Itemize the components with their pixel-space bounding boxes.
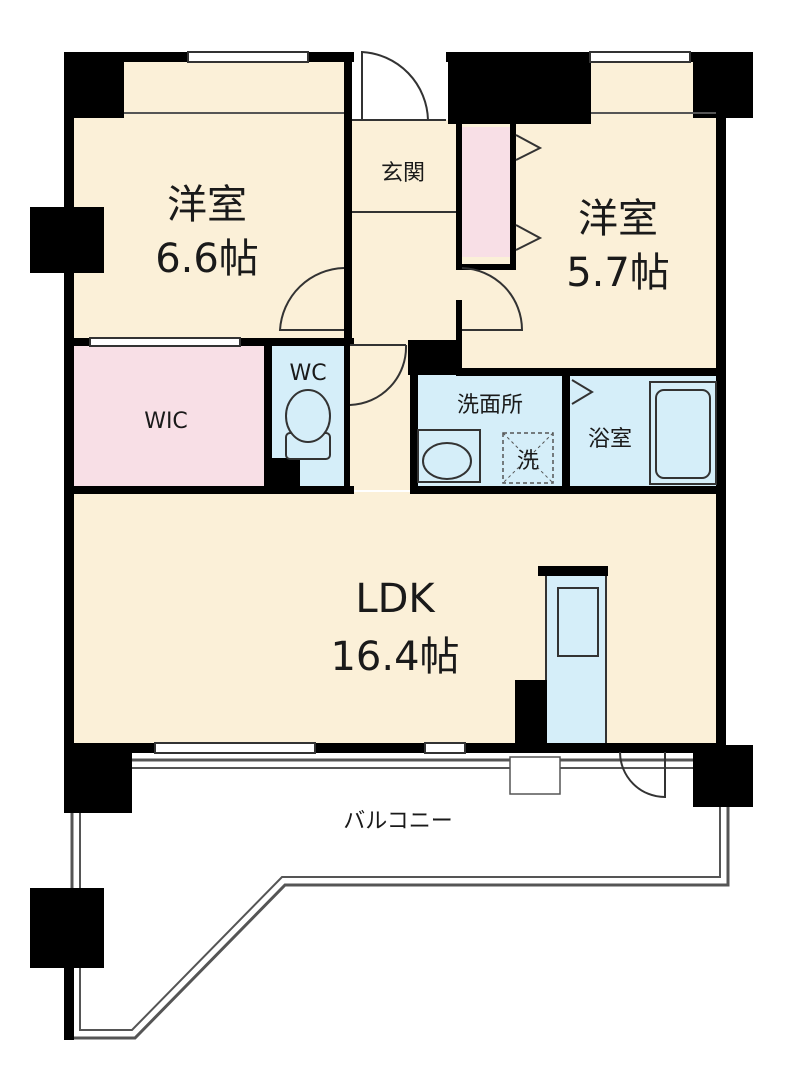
western-room-right-size: 5.7帖 — [566, 250, 670, 296]
closet-fill — [460, 127, 515, 257]
wic-fill — [70, 345, 264, 488]
bathtub-icon — [649, 381, 717, 485]
windows — [89, 51, 691, 754]
ldk-size: 16.4帖 — [330, 634, 459, 680]
sink-fill — [557, 587, 599, 657]
toilet-icon — [285, 389, 331, 460]
closet-door-marks — [515, 134, 594, 405]
washer-space — [502, 432, 554, 484]
entrance-door-swing — [361, 50, 429, 121]
ldk-name: LDK — [355, 576, 436, 622]
outdoor-unit — [509, 756, 561, 795]
exterior-walls — [30, 52, 753, 1040]
door-swings — [278, 267, 666, 799]
bathroom-label: 浴室 — [588, 427, 632, 452]
ldk-fill — [70, 492, 720, 747]
balcony-label: バルコニー — [343, 809, 453, 834]
balcony-outline — [70, 758, 730, 1040]
washer-label: 洗 — [517, 449, 539, 474]
washroom-label: 洗面所 — [457, 393, 523, 418]
western-room-right-name: 洋室 — [578, 196, 658, 242]
western-room-left-name: 洋室 — [167, 182, 247, 228]
wic-label: WIC — [144, 409, 188, 434]
entrance-label: 玄関 — [381, 161, 425, 186]
wc-label: WC — [289, 361, 326, 386]
western-room-left-size: 6.6帖 — [155, 236, 259, 282]
washbasin-icon — [417, 429, 481, 483]
